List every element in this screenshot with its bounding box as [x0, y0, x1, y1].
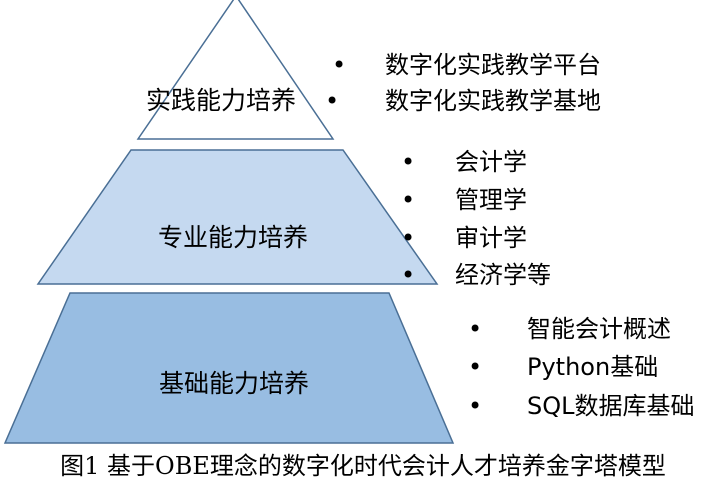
bullet-dot: •	[401, 224, 415, 252]
tier-foundation-label: 基础能力培养	[159, 369, 309, 398]
bullet-item-intelligent-accounting: 智能会计概述	[527, 315, 671, 343]
bullet-dot: •	[401, 148, 415, 176]
bullet-item-practice-base: 数字化实践教学基地	[385, 87, 601, 115]
bullet-dot: •	[468, 353, 482, 381]
bullet-dot: •	[468, 315, 482, 343]
tier-practice-shape	[136, 0, 335, 140]
bullet-item-python: Python基础	[527, 353, 658, 381]
bullet-dot: •	[332, 51, 346, 79]
tier-foundation-shape	[3, 292, 455, 444]
bullet-dot: •	[468, 392, 482, 420]
bullet-item-economics: 经济学等	[455, 261, 551, 289]
bullet-item-sql: SQL数据库基础	[527, 392, 695, 420]
tier-practice-label: 实践能力培养	[146, 86, 296, 115]
figure-caption: 图1 基于OBE理念的数字化时代会计人才培养金字塔模型	[60, 452, 666, 480]
tier-professional-label: 专业能力培养	[158, 223, 308, 252]
tier-professional-shape	[36, 149, 439, 285]
bullet-dot: •	[325, 87, 339, 115]
bullet-dot: •	[401, 186, 415, 214]
bullet-dot: •	[401, 261, 415, 289]
bullet-item-accounting: 会计学	[455, 148, 527, 176]
bullet-item-practice-platform: 数字化实践教学平台	[385, 51, 601, 79]
bullet-item-management: 管理学	[455, 186, 527, 214]
bullet-item-auditing: 审计学	[455, 224, 527, 252]
